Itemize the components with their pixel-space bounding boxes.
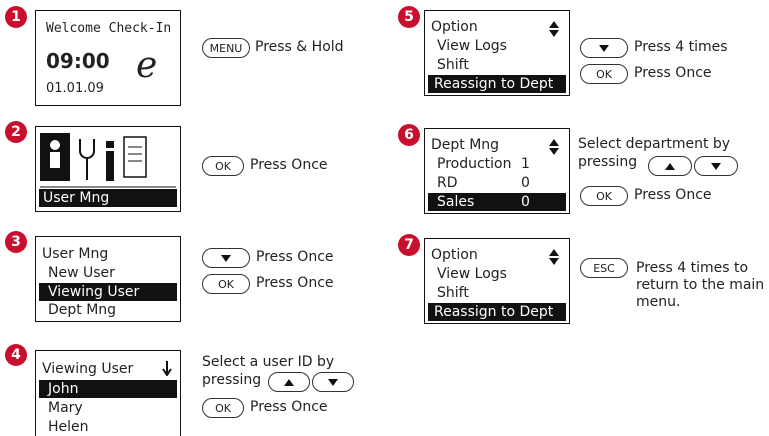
- ok-button[interactable]: OK: [580, 186, 628, 206]
- e-logo-icon: e: [136, 45, 158, 86]
- screen-title: Option: [431, 247, 478, 263]
- screen-title: Viewing User: [42, 361, 134, 377]
- instr-step2: Press Once: [250, 157, 328, 173]
- instr-step7-b: return to the main: [636, 277, 765, 293]
- instr-step4-b: pressing: [202, 372, 262, 388]
- clock-date: 01.01.09: [46, 81, 104, 96]
- user-body: [50, 152, 60, 168]
- instr-step5-a: Press 4 times: [634, 39, 728, 55]
- dept-sales-count: 0: [521, 194, 530, 210]
- list-item-mary[interactable]: Mary: [48, 400, 83, 416]
- instr-step4-c: Press Once: [250, 399, 328, 415]
- menu-item-viewing-user[interactable]: Viewing User: [39, 283, 177, 301]
- scroll-indicator-icon: [549, 249, 559, 265]
- scroll-indicator-icon: [549, 139, 559, 155]
- screen-welcome: Welcome Check-In 09:00 01.01.09 e: [35, 10, 181, 106]
- instr-step6-a: Select department by: [578, 136, 731, 152]
- screen-viewing-user: Viewing User John Mary Helen: [35, 350, 181, 436]
- menu-button[interactable]: MENU: [202, 38, 250, 58]
- instr-step4-a: Select a user ID by: [202, 354, 335, 370]
- screen-title: Dept Mng: [431, 137, 500, 153]
- ok-button[interactable]: OK: [202, 274, 250, 294]
- dept-sales[interactable]: Sales 0: [428, 193, 566, 211]
- welcome-title: Welcome Check-In: [46, 21, 172, 36]
- screen-option-return: Option View Logs Shift Reassign to Dept: [424, 238, 570, 324]
- info-dot: [106, 141, 114, 148]
- dept-rd-count: 0: [521, 175, 530, 191]
- down-arrow-icon: [711, 162, 721, 170]
- instr-step3-b: Press Once: [256, 275, 334, 291]
- up-arrow-icon: [284, 378, 294, 386]
- screen-main-menu: User Mng: [35, 126, 181, 212]
- list-item-helen[interactable]: Helen: [48, 419, 89, 435]
- down-button[interactable]: [202, 248, 250, 268]
- instr-step6-b: pressing: [578, 154, 638, 170]
- instr-step5-b: Press Once: [634, 65, 712, 81]
- step-badge-3: 3: [5, 231, 27, 253]
- ok-button[interactable]: OK: [580, 64, 628, 84]
- up-arrow-icon: [665, 162, 675, 170]
- screen-title: User Mng: [42, 246, 109, 262]
- screen-title: Option: [431, 19, 478, 35]
- down-arrow-icon: [599, 44, 609, 52]
- down-button[interactable]: [312, 372, 354, 392]
- clock-time: 09:00: [46, 49, 110, 73]
- instr-step7-a: Press 4 times to: [636, 260, 749, 276]
- down-arrow-icon: [328, 378, 338, 386]
- scroll-indicator-icon: [549, 21, 559, 37]
- menu-item-shift[interactable]: Shift: [437, 57, 469, 73]
- menu-item-view-logs[interactable]: View Logs: [437, 266, 507, 282]
- menu-item-reassign[interactable]: Reassign to Dept: [428, 75, 566, 93]
- document-icon: [123, 136, 147, 178]
- list-item-john[interactable]: John: [39, 380, 177, 398]
- menu-item-new-user[interactable]: New User: [48, 265, 115, 281]
- tools-icon: [79, 139, 95, 180]
- instr-step7-c: menu.: [636, 294, 681, 310]
- dept-rd[interactable]: RD: [437, 175, 458, 191]
- step-badge-4: 4: [5, 344, 27, 366]
- dept-sales-label: Sales: [437, 194, 475, 210]
- step-badge-5: 5: [398, 6, 420, 28]
- down-indicator-icon: [162, 361, 172, 376]
- step-badge-1: 1: [5, 6, 27, 28]
- screen-user-mng: User Mng New User Viewing User Dept Mng: [35, 236, 181, 322]
- menu-item-shift[interactable]: Shift: [437, 285, 469, 301]
- down-button[interactable]: [580, 38, 628, 58]
- instr-step6-c: Press Once: [634, 187, 712, 203]
- esc-button[interactable]: ESC: [580, 258, 628, 278]
- down-arrow-icon: [221, 254, 231, 262]
- info-icon: [106, 151, 114, 181]
- menu-item-dept-mng[interactable]: Dept Mng: [48, 302, 117, 318]
- screen-option: Option View Logs Shift Reassign to Dept: [424, 10, 570, 96]
- menu-item-view-logs[interactable]: View Logs: [437, 38, 507, 54]
- down-button[interactable]: [694, 156, 738, 176]
- menu-selected-item[interactable]: User Mng: [39, 189, 177, 207]
- step-badge-2: 2: [5, 121, 27, 143]
- step-badge-6: 6: [398, 124, 420, 146]
- menu-icons: [40, 133, 176, 188]
- ok-button[interactable]: OK: [202, 398, 244, 418]
- menu-item-reassign[interactable]: Reassign to Dept: [428, 303, 566, 321]
- instr-step3-a: Press Once: [256, 249, 334, 265]
- dept-production[interactable]: Production: [437, 156, 512, 172]
- ok-button[interactable]: OK: [202, 156, 244, 176]
- screen-dept-mng: Dept Mng Production 1 RD 0 Sales 0: [424, 128, 570, 214]
- instr-step1: Press & Hold: [255, 39, 344, 55]
- user-head: [50, 140, 60, 150]
- dept-production-count: 1: [521, 156, 530, 172]
- up-button[interactable]: [268, 372, 310, 392]
- step-badge-7: 7: [398, 234, 420, 256]
- up-button[interactable]: [648, 156, 692, 176]
